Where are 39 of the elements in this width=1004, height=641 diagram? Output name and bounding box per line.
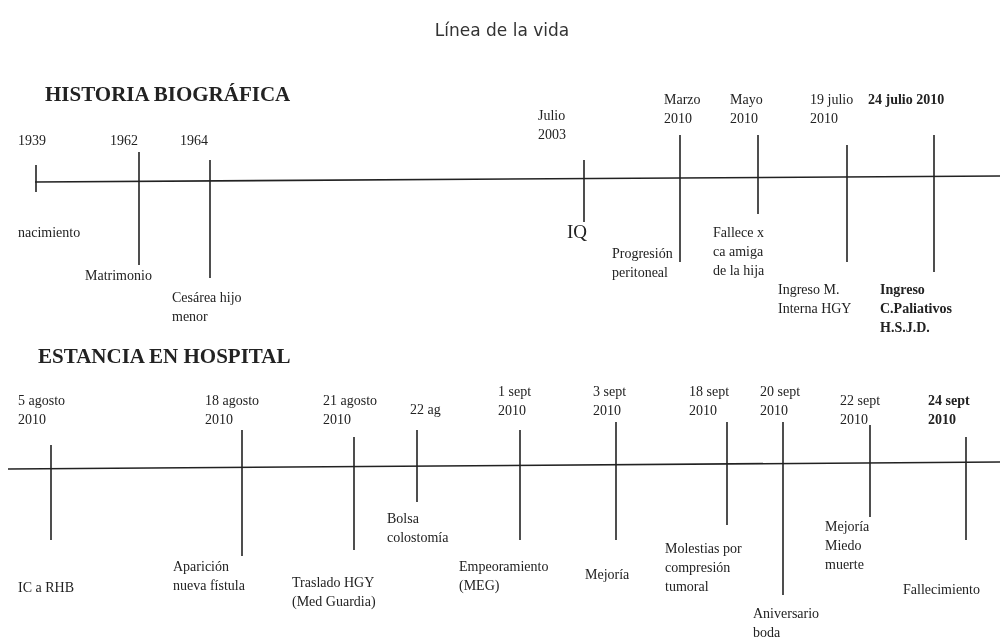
date-label: 20 sept 2010 <box>760 383 802 420</box>
date-label: 1939 <box>18 132 46 150</box>
event-label: Aniversario boda <box>753 605 821 641</box>
date-label: Marzo 2010 <box>664 91 702 128</box>
event-label: Empeoramiento (MEG) <box>459 558 550 595</box>
event-label: Aparición nueva fístula <box>173 558 246 595</box>
date-label: 3 sept 2010 <box>593 383 628 420</box>
event-label: IQ <box>567 222 588 241</box>
date-label: 18 sept 2010 <box>689 383 731 420</box>
event-label: Cesárea hijo menor <box>172 289 243 326</box>
event-label: Mejoría Miedo muerte <box>825 518 871 574</box>
event-label: Fallece x ca amiga de la hija <box>713 224 766 280</box>
event-label: Progresión peritoneal <box>612 245 674 282</box>
event-label: nacimiento <box>18 224 81 242</box>
event-label: Bolsa colostomía <box>387 510 450 547</box>
event-label: Traslado HGY (Med Guardia) <box>292 574 377 611</box>
date-label: 1 sept 2010 <box>498 383 533 420</box>
date-label: Mayo 2010 <box>730 91 764 128</box>
event-label: Ingreso M. Interna HGY <box>778 281 853 318</box>
diagram-title: Línea de la vida <box>433 20 571 40</box>
event-label: Ingreso C.Paliativos H.S.J.D. <box>880 281 953 337</box>
date-label: 1964 <box>180 132 208 150</box>
event-label: Matrimonio <box>85 267 152 285</box>
date-label: 24 julio 2010 <box>868 91 945 109</box>
date-label: 22 sept 2010 <box>840 392 882 429</box>
section-heading: HISTORIA BIOGRÁFICA <box>45 82 291 106</box>
date-label: 18 agosto 2010 <box>205 392 261 429</box>
date-label: 24 sept 2010 <box>928 392 971 429</box>
date-label: 22 ag <box>410 401 441 419</box>
date-label: 19 julio 2010 <box>810 91 855 128</box>
event-label: Fallecimiento <box>903 581 980 599</box>
event-label: Mejoría <box>585 566 630 584</box>
date-label: 1962 <box>110 132 138 150</box>
event-label: IC a RHB <box>18 579 74 597</box>
section-heading: ESTANCIA EN HOSPITAL <box>38 344 291 368</box>
date-label: Julio 2003 <box>538 107 567 144</box>
event-label: Molestias por compresión tumoral <box>665 540 743 596</box>
date-label: 21 agosto 2010 <box>323 392 379 429</box>
date-label: 5 agosto 2010 <box>18 392 67 429</box>
